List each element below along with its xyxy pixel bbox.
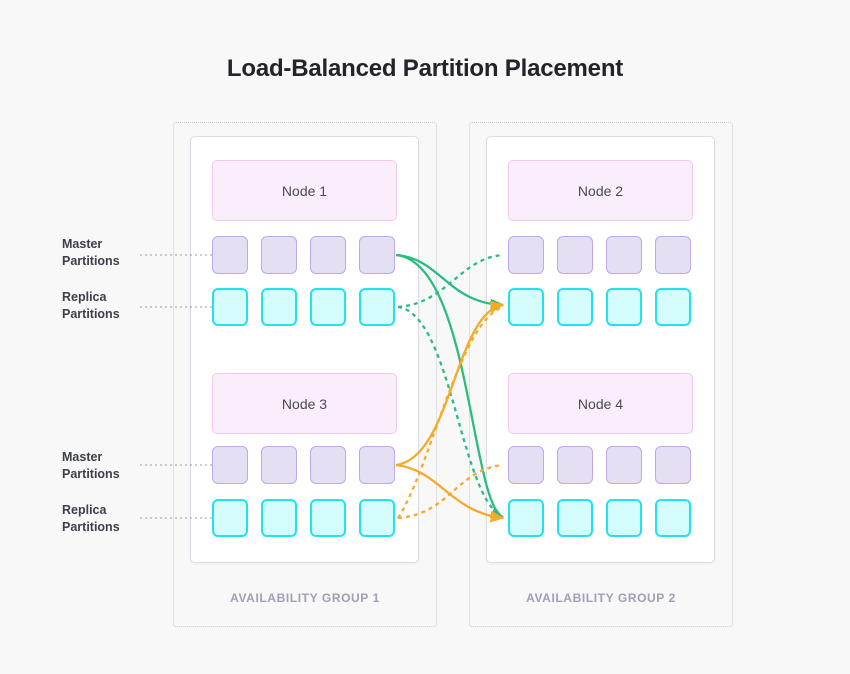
master-partition[interactable] [359,236,395,274]
master-partition[interactable] [212,446,248,484]
master-partition[interactable] [508,446,544,484]
master-partition[interactable] [655,236,691,274]
master-partition[interactable] [557,236,593,274]
node-box-node-3[interactable]: Node 3 [212,373,397,434]
label-master-partitions-node-3: Master Partitions [62,449,172,482]
master-partition[interactable] [359,446,395,484]
label-line-2: Partitions [62,466,120,481]
replica-partition[interactable] [212,499,248,537]
replica-partition[interactable] [261,499,297,537]
replica-partition[interactable] [557,499,593,537]
label-line-1: Replica [62,290,107,304]
node-label: Node 4 [577,395,624,412]
master-partition[interactable] [261,446,297,484]
replica-partition[interactable] [655,288,691,326]
master-partition[interactable] [212,236,248,274]
master-partition[interactable] [557,446,593,484]
node-box-node-1[interactable]: Node 1 [212,160,397,221]
availability-group-1-caption: AVAILABILITY GROUP 1 [230,591,380,605]
label-line-1: Master [62,237,103,251]
label-line-2: Partitions [62,519,120,534]
node-box-node-4[interactable]: Node 4 [508,373,693,434]
master-partition[interactable] [310,446,346,484]
master-partition[interactable] [606,446,642,484]
replica-partition[interactable] [261,288,297,326]
label-replica-partitions-node-3: Replica Partitions [62,502,172,535]
master-partition[interactable] [261,236,297,274]
master-partition[interactable] [508,236,544,274]
replica-partition[interactable] [359,499,395,537]
replica-partition[interactable] [508,499,544,537]
replica-partition[interactable] [557,288,593,326]
replica-partition[interactable] [508,288,544,326]
node-box-node-2[interactable]: Node 2 [508,160,693,221]
label-line-1: Replica [62,503,107,517]
node-label: Node 2 [577,182,624,199]
label-replica-partitions-node-1: Replica Partitions [62,289,172,322]
page-title: Load-Balanced Partition Placement [226,55,624,82]
replica-partition[interactable] [310,499,346,537]
label-line-1: Master [62,450,103,464]
replica-partition[interactable] [606,288,642,326]
label-line-2: Partitions [62,306,120,321]
master-partition[interactable] [655,446,691,484]
label-line-2: Partitions [62,253,120,268]
availability-group-2-caption: AVAILABILITY GROUP 2 [526,591,676,605]
replica-partition[interactable] [310,288,346,326]
replica-partition[interactable] [359,288,395,326]
node-label: Node 1 [281,182,328,199]
node-label: Node 3 [281,395,328,412]
replica-partition[interactable] [212,288,248,326]
replica-partition[interactable] [655,499,691,537]
master-partition[interactable] [606,236,642,274]
replica-partition[interactable] [606,499,642,537]
master-partition[interactable] [310,236,346,274]
label-master-partitions-node-1: Master Partitions [62,236,172,269]
